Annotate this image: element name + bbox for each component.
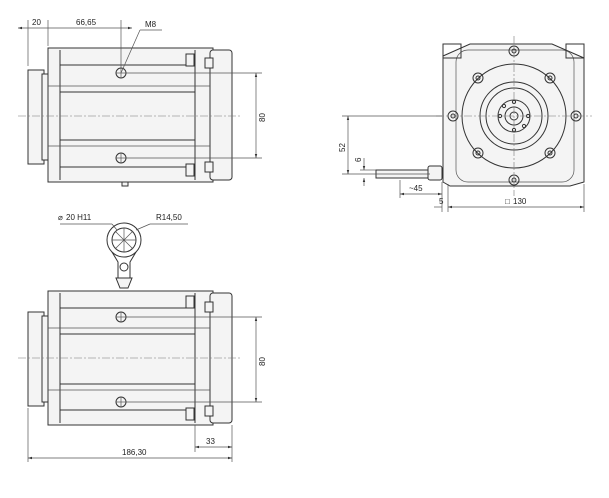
mounting-eye-icon bbox=[106, 222, 142, 258]
offset-33-label: 33 bbox=[206, 437, 215, 446]
bolt-head bbox=[204, 405, 214, 417]
front-view bbox=[375, 36, 592, 196]
overall-length-label: 186,30 bbox=[122, 448, 147, 457]
flange-52-label: 52 bbox=[338, 143, 347, 152]
spacing-bottom-label: 80 bbox=[258, 357, 267, 366]
bore-label: 20 H11 bbox=[66, 213, 92, 222]
bolt-head bbox=[204, 57, 214, 69]
diameter-symbol: ⌀ bbox=[58, 213, 63, 222]
housing-body bbox=[47, 47, 214, 183]
side-view-top bbox=[18, 47, 240, 187]
dims-bottom-left: ⌀ 20 H11 R14,50 80 33 186,30 bbox=[27, 213, 267, 462]
flange-5-label: 5 bbox=[439, 197, 444, 206]
spacing-top-label: 80 bbox=[258, 113, 267, 122]
bolt-head bbox=[185, 295, 195, 309]
side-view-bottom bbox=[18, 222, 240, 426]
dim-66-label: 66,65 bbox=[76, 18, 97, 27]
cable-45-label: ~45 bbox=[409, 184, 423, 193]
bolt-head bbox=[204, 301, 214, 313]
radius-label: R14,50 bbox=[156, 213, 182, 222]
bolt-head bbox=[185, 407, 195, 421]
bolt-head bbox=[185, 163, 195, 177]
front-housing bbox=[442, 43, 585, 187]
mounting-hole-icon bbox=[447, 45, 582, 186]
rear-cover bbox=[209, 49, 233, 181]
square-symbol: □ bbox=[505, 197, 510, 206]
bolt-head bbox=[204, 161, 214, 173]
dims-front: 52 6 ~45 5 □ 130 bbox=[338, 115, 585, 212]
flange-6-label: 6 bbox=[354, 157, 363, 162]
cable-gland bbox=[427, 165, 443, 181]
dims-top-left: 20 66,65 M8 80 bbox=[18, 18, 267, 159]
dim-20-label: 20 bbox=[32, 18, 41, 27]
square-130-label: 130 bbox=[513, 197, 527, 206]
thread-label: M8 bbox=[145, 20, 157, 29]
bolt-head bbox=[185, 53, 195, 67]
